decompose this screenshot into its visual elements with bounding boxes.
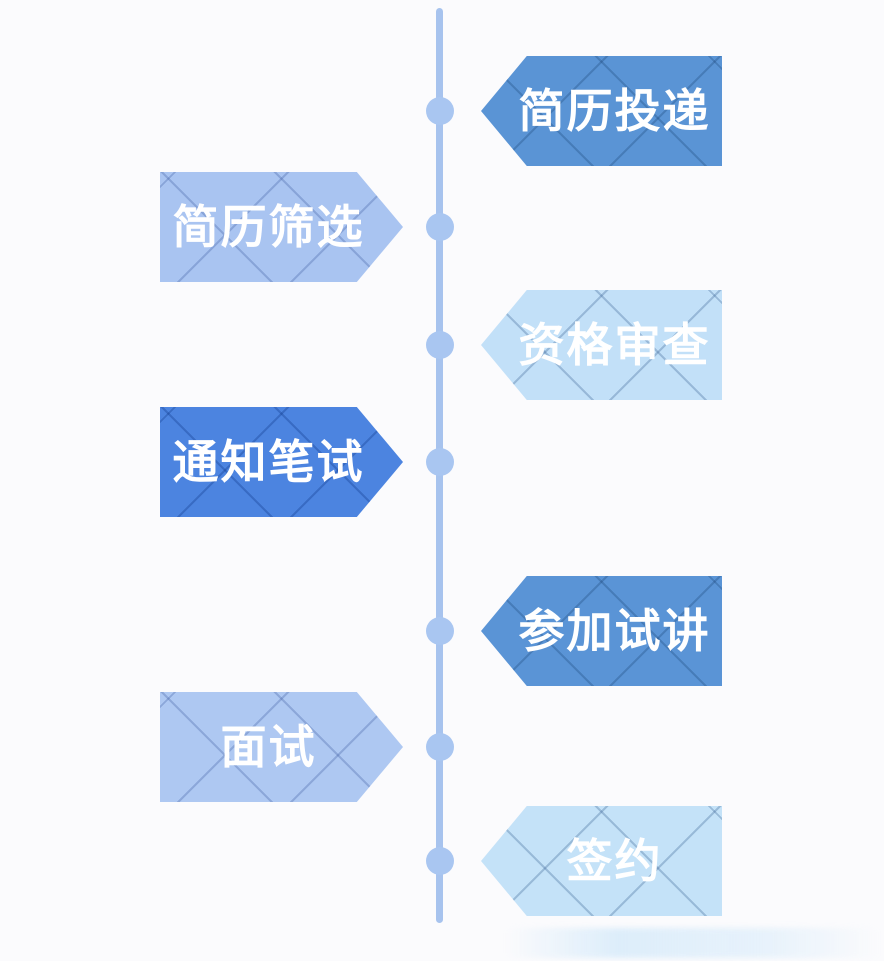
timeline-node: [426, 448, 454, 476]
step-label: 面试: [220, 720, 317, 774]
bottom-ghost-marks: [505, 928, 880, 958]
step-label: 参加试讲: [518, 604, 711, 658]
step-label: 签约: [566, 834, 663, 888]
timeline-node: [426, 847, 454, 875]
step-banner-written-test-notice: 通知笔试: [160, 407, 403, 517]
step-label: 通知笔试: [172, 435, 365, 489]
timeline-node: [426, 97, 454, 125]
step-banner-interview: 面试: [160, 692, 403, 802]
timeline-node: [426, 733, 454, 761]
step-banner-signing: 签约: [481, 806, 722, 916]
timeline-node: [426, 213, 454, 241]
timeline-node: [426, 617, 454, 645]
step-banner-qualification-review: 资格审查: [481, 290, 722, 400]
step-label: 简历筛选: [172, 200, 365, 254]
step-banner-resume-submission: 简历投递: [481, 56, 722, 166]
step-label: 简历投递: [518, 84, 711, 138]
step-label: 资格审查: [518, 318, 711, 372]
step-banner-resume-screening: 简历筛选: [160, 172, 403, 282]
step-banner-trial-lecture: 参加试讲: [481, 576, 722, 686]
timeline-node: [426, 331, 454, 359]
